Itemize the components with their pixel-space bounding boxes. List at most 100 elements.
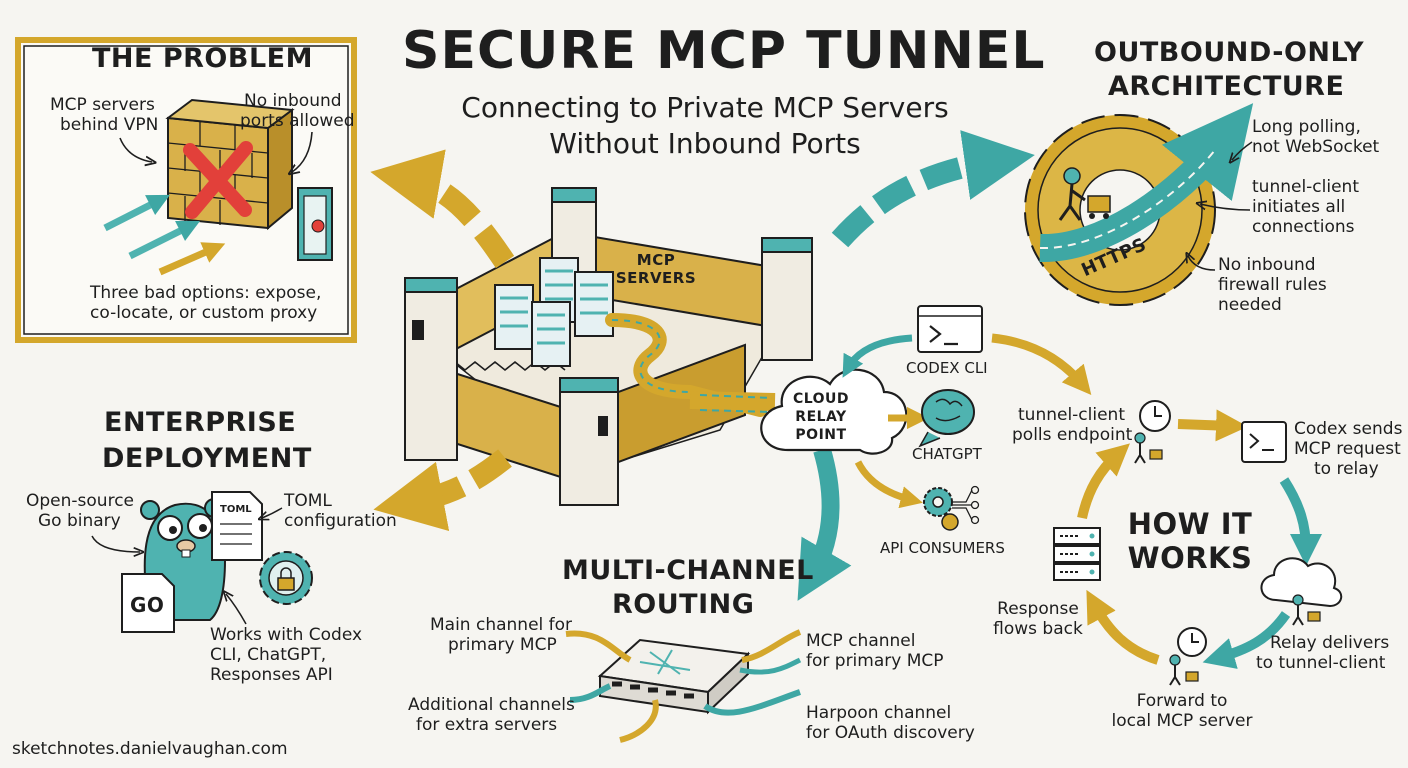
client-pointer	[1200, 204, 1251, 211]
relay-tunnel-dashes	[699, 394, 773, 413]
polling-pointer	[1232, 141, 1253, 160]
blocked-x-icon	[183, 141, 253, 219]
cloud-relay-line3: POINT	[795, 427, 847, 443]
brain-icon	[918, 389, 975, 448]
arrow-to-enterprise	[373, 449, 512, 531]
gear-icon	[1024, 114, 1216, 306]
clock-walker-icon-2	[1169, 627, 1207, 686]
terminal-icon	[917, 305, 983, 353]
terminal-icon-2	[1241, 421, 1287, 463]
routing-harpoon-line1: Harpoon channel	[806, 703, 952, 723]
enterprise-binary-line2: Go binary	[38, 511, 121, 531]
footer-credit[interactable]: sketchnotes.danielvaughan.com	[12, 739, 288, 759]
cycle-arrow-5	[1077, 443, 1130, 520]
architecture-client-line3: connections	[1252, 217, 1355, 237]
routing-heading-line1: MULTI-CHANNEL	[562, 555, 814, 586]
architecture-client-line1: tunnel-client	[1252, 177, 1359, 197]
relay-to-api-arrow	[854, 460, 923, 509]
blocked-arrows-icon	[103, 194, 226, 276]
problem-ports-line1: No inbound	[244, 91, 342, 111]
how-step3-line1: Relay delivers	[1270, 633, 1390, 653]
problem-heading: THE PROBLEM	[92, 43, 313, 74]
arrow-to-routing	[797, 447, 852, 601]
go-file-label: GO	[130, 593, 165, 617]
how-step2-line2: MCP request	[1294, 439, 1401, 459]
clock-walker-icon	[1134, 400, 1171, 464]
how-step1-line2: polls endpoint	[1012, 425, 1133, 445]
architecture-firewall-line3: needed	[1218, 295, 1282, 315]
binary-pointer	[91, 535, 140, 552]
how-step2-line3: to relay	[1314, 459, 1379, 479]
how-step4-line1: Forward to	[1136, 691, 1228, 711]
enterprise-binary-line1: Open-source	[26, 491, 134, 511]
problem-options-line1: Three bad options: expose,	[90, 283, 322, 303]
enterprise-toml-line1: TOML	[284, 491, 332, 511]
cable-extra-2	[619, 699, 659, 743]
codex-to-steps-arrow	[991, 333, 1092, 395]
main-title: SECURE MCP TUNNEL	[402, 21, 1046, 81]
chatgpt-label: CHATGPT	[912, 445, 982, 463]
problem-ports-line2: ports allowed	[240, 111, 355, 131]
toml-pointer	[262, 507, 283, 518]
architecture-client-line2: initiates all	[1252, 197, 1346, 217]
routing-additional-line2: for extra servers	[416, 715, 558, 735]
enterprise-heading-line2: DEPLOYMENT	[102, 443, 312, 474]
go-file-icon	[121, 573, 175, 633]
firewall-pointer	[1188, 256, 1216, 271]
cable-mcp	[741, 629, 802, 663]
problem-vpn-line1: MCP servers	[50, 95, 155, 115]
codex-cli-label: CODEX CLI	[906, 359, 988, 377]
router-switch-icon	[597, 638, 751, 715]
fortress-illustration	[404, 187, 813, 506]
routing-additional-line1: Additional channels	[408, 695, 575, 715]
how-step5-line2: flows back	[993, 619, 1083, 639]
how-step5-line1: Response	[997, 599, 1079, 619]
cycle-arrow-4	[1086, 589, 1160, 665]
how-step4-line2: local MCP server	[1111, 711, 1253, 731]
walker-figure-icon	[1058, 167, 1111, 221]
how-heading-line1: HOW IT	[1127, 507, 1253, 541]
cloud-relay-line2: RELAY	[795, 409, 847, 425]
fortress-to-relay-road	[689, 391, 776, 411]
works-pointer	[226, 594, 247, 625]
architecture-polling-line1: Long polling,	[1252, 117, 1361, 137]
enterprise-works-line1: Works with Codex	[210, 625, 363, 645]
cable-extra	[739, 657, 802, 675]
routing-main-line2: primary MCP	[448, 635, 557, 655]
server-rack-icon	[494, 257, 614, 367]
routing-heading-line2: ROUTING	[612, 589, 755, 620]
subtitle-line2: Without Inbound Ports	[549, 127, 861, 160]
arrow-to-problem	[370, 149, 515, 269]
enterprise-heading-line1: ENTERPRISE	[104, 407, 297, 438]
server-stack-icon	[1053, 527, 1101, 581]
architecture-firewall-line2: firewall rules	[1218, 275, 1327, 295]
how-step2-line1: Codex sends	[1294, 419, 1403, 439]
relay-to-codex-arrow	[842, 334, 913, 378]
fortress-servers-line2: SERVERS	[615, 269, 697, 287]
https-tunnel-dashes	[1039, 149, 1216, 250]
architecture-firewall-line1: No inbound	[1218, 255, 1316, 275]
cloud-walker-icon	[1260, 557, 1343, 626]
cycle-arrow-1	[1177, 409, 1248, 442]
how-step3-line2: to tunnel-client	[1256, 653, 1386, 673]
enterprise-works-line3: Responses API	[210, 665, 333, 685]
routing-main-line1: Main channel for	[430, 615, 573, 635]
api-consumers-label: API CONSUMERS	[880, 539, 1005, 557]
problem-vpn-line2: behind VPN	[60, 115, 159, 135]
gears-network-icon	[923, 485, 980, 531]
routing-mcp-line2: for primary MCP	[806, 651, 944, 671]
how-step1-line1: tunnel-client	[1018, 405, 1125, 425]
problem-options-line2: co-locate, or custom proxy	[90, 303, 318, 323]
cloud-relay-line1: CLOUD	[792, 391, 850, 407]
subtitle-line1: Connecting to Private MCP Servers	[461, 91, 949, 124]
toml-file-label: TOML	[220, 504, 252, 515]
cable-main	[565, 630, 632, 663]
architecture-polling-line2: not WebSocket	[1252, 137, 1380, 157]
toml-file-icon	[211, 491, 263, 561]
fortress-servers-line1: MCP	[636, 251, 676, 269]
cycle-arrow-2	[1279, 477, 1322, 566]
routing-harpoon-line2: for OAuth discovery	[806, 723, 975, 743]
arrow-to-architecture	[831, 130, 1035, 248]
cable-additional	[569, 683, 612, 703]
